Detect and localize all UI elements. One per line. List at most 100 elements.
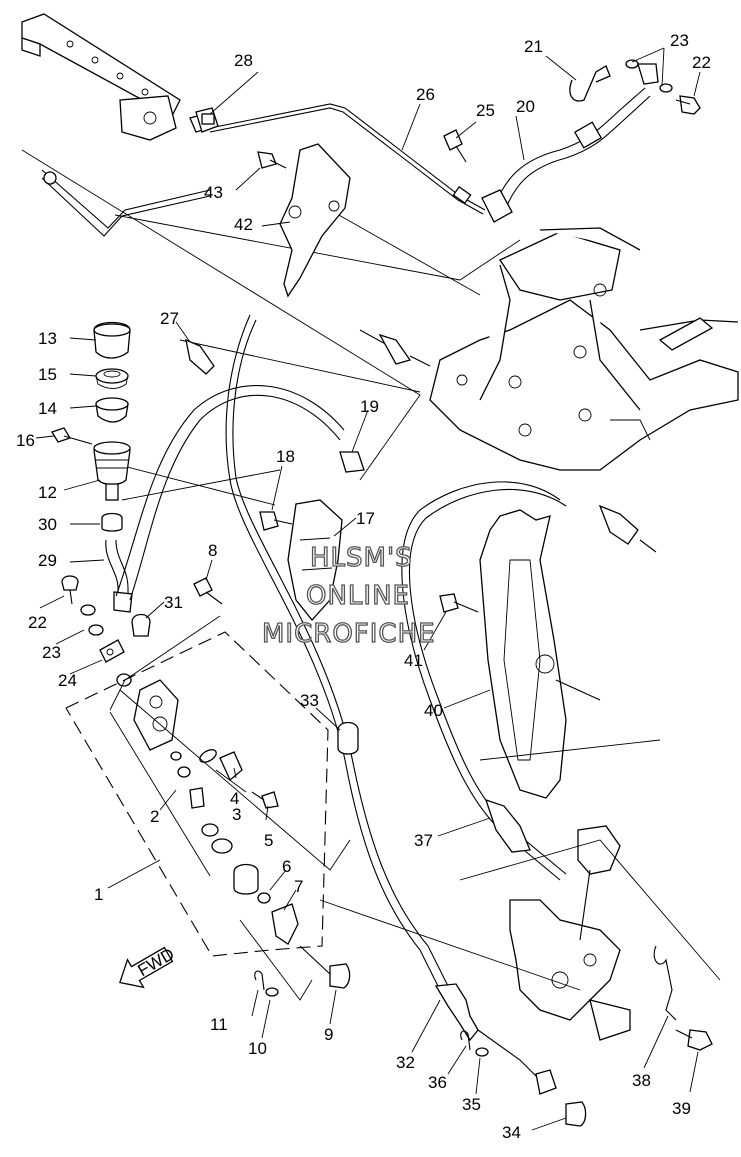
reservoir-12 [93,441,131,501]
callout-23-top: 23 [670,31,689,50]
callout-13: 13 [38,329,57,348]
callout-3: 3 [232,805,241,824]
bolt-39 [675,1029,713,1051]
callout-42: 42 [234,215,253,234]
callout-9: 9 [324,1025,333,1044]
callout-20: 20 [516,97,535,116]
callout-10: 10 [248,1039,267,1058]
bolt-8 [193,577,223,605]
leader-lines [35,47,701,1131]
reservoir-cap-13 [93,321,131,359]
callout-31: 31 [164,593,183,612]
washers-23-top [625,59,673,93]
bolt-22-left [61,575,79,605]
piston-kit-2 [170,751,271,904]
cotter-11 [254,970,265,991]
frame-right [429,227,739,471]
callout-21: 21 [524,37,543,56]
callout-36: 36 [428,1073,447,1092]
callout-2: 2 [150,807,159,826]
callout-16: 16 [16,431,35,450]
cable-end-19 [339,451,365,473]
svg-text:ONLINE: ONLINE [306,581,410,611]
heat-guard-42 [279,143,351,298]
callout-27: 27 [160,309,179,328]
clamp-21 [569,65,611,102]
plate-14 [95,397,129,423]
svg-text:HLSM'S: HLSM'S [310,543,413,573]
callout-25: 25 [476,101,495,120]
brake-hose-20 [481,87,651,223]
callout-39: 39 [672,1099,691,1118]
callout-labels: 1 2 3 4 5 6 7 8 9 10 11 12 13 14 15 16 1… [16,31,711,1142]
cotter-36 [460,1030,471,1051]
clip-30 [101,512,123,532]
bolt-5 [251,791,279,809]
bolt-43 [257,151,287,169]
callout-35: 35 [462,1095,481,1114]
callout-24: 24 [58,671,77,690]
union-24 [99,639,125,663]
watermark: HLSM'S ONLINE MICROFICHE [261,542,436,649]
callout-26: 26 [416,85,435,104]
joint-7 [271,903,299,945]
callout-28: 28 [234,51,253,70]
callout-37: 37 [414,831,433,850]
bolt-22-top [675,95,701,115]
callout-29: 29 [38,551,57,570]
clip-27 [185,338,215,375]
callout-5: 5 [264,831,273,850]
diaphragm-15 [95,368,129,389]
callout-6: 6 [282,857,291,876]
pin-9 [299,945,351,989]
washer-23-left [80,604,104,636]
brake-pedal [509,825,631,1041]
washer-35 [475,1047,489,1057]
callout-14: 14 [38,399,57,418]
assembly-outline-1 [65,615,351,957]
pin-outline-guide [239,919,313,1001]
cable-37 [401,481,657,881]
svg-text:FWD: FWD [134,944,177,980]
callout-33: 33 [300,691,319,710]
svg-text:MICROFICHE: MICROFICHE [262,619,436,649]
callout-8: 8 [208,541,217,560]
callout-40: 40 [424,701,443,720]
link-rod-left [41,169,211,237]
callout-23-left: 23 [42,643,61,662]
bolt-16 [51,427,93,445]
callout-15: 15 [38,365,57,384]
washer-10 [265,987,279,997]
callout-38: 38 [632,1071,651,1090]
callout-1: 1 [94,885,103,904]
callout-11: 11 [210,1015,228,1034]
fwd-arrow: FWD [119,944,177,989]
hose-29 [105,539,133,613]
callout-4: 4 [230,789,239,808]
callout-7: 7 [294,877,303,896]
bracket-3 [219,751,243,782]
callout-12: 12 [38,483,57,502]
callout-17: 17 [356,509,375,528]
callout-41: 41 [404,651,423,670]
frame-rail-top-left [21,13,181,141]
spring-38 [653,945,677,1021]
callout-32: 32 [396,1053,415,1072]
bolt-41 [439,593,479,613]
clip-31 [131,613,151,637]
callout-18: 18 [276,447,295,466]
callout-22-left: 22 [28,613,47,632]
callout-43: 43 [204,183,223,202]
clevis-pin-34 [565,1101,587,1127]
pedal-guide-lines [319,739,721,991]
bolt-25 [443,129,467,163]
oring-4 [199,749,217,763]
upper-cable [115,329,431,601]
bolt-18 [259,511,293,531]
master-cylinder-body [116,673,179,751]
cable-32 [225,314,557,1095]
callout-22-top: 22 [692,53,711,72]
guard-40 [479,509,601,799]
